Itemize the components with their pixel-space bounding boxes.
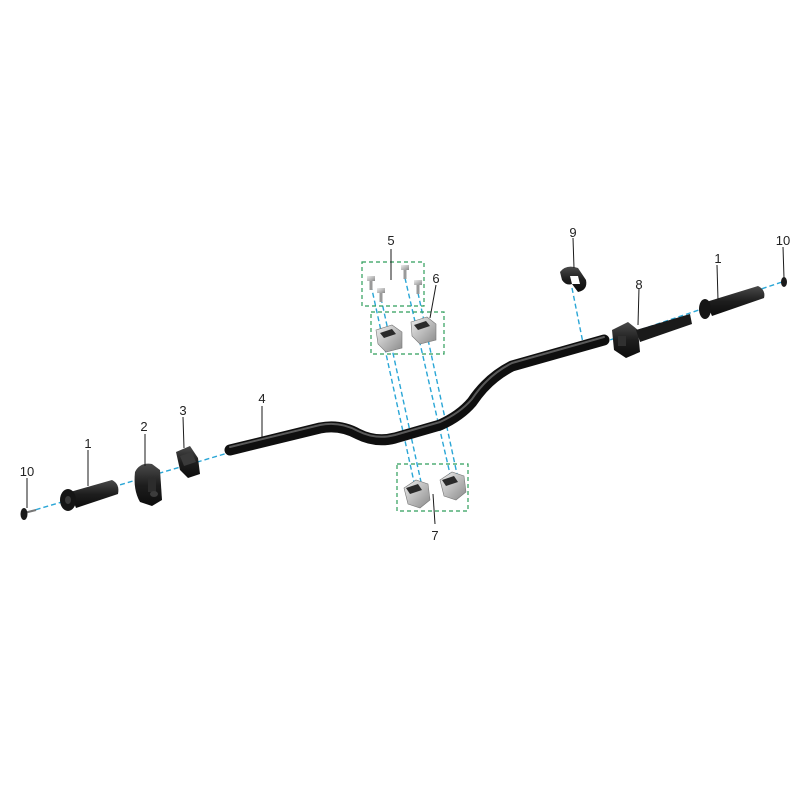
lower-clamp-group-box	[396, 463, 469, 512]
callout-3: 3	[179, 403, 186, 418]
bar-clamp	[176, 446, 200, 478]
callout-5: 5	[387, 233, 394, 248]
lower-clamp-group	[403, 471, 467, 509]
callout-4: 4	[258, 391, 265, 406]
handlebar	[224, 334, 610, 456]
lower-clamp	[439, 471, 467, 501]
bolt-group	[367, 265, 422, 302]
bolt	[414, 280, 422, 294]
upper-clamp-group	[375, 316, 437, 353]
bolt	[401, 265, 409, 279]
right-bar-end	[781, 277, 787, 287]
throttle-assembly	[612, 314, 692, 358]
callout-leaders	[26, 237, 785, 525]
callout-1-right: 1	[714, 251, 721, 266]
lower-clamp	[403, 479, 431, 509]
left-grip	[60, 480, 119, 511]
callout-8: 8	[635, 277, 642, 292]
upper-clamp	[375, 324, 403, 353]
callout-10-left: 10	[20, 464, 34, 479]
bolt-group-box	[361, 261, 425, 307]
callout-10-right: 10	[776, 233, 790, 248]
callout-labels: 1 2 3 4 5 6 7 8 9 1 10 10	[20, 225, 790, 543]
callout-9: 9	[569, 225, 576, 240]
group-boxes	[361, 261, 469, 512]
right-grip	[699, 286, 765, 319]
upper-clamp	[410, 316, 437, 345]
callout-2: 2	[140, 419, 147, 434]
callout-7: 7	[431, 528, 438, 543]
bolt	[377, 288, 385, 302]
switch-housing	[134, 463, 162, 506]
callout-1-left: 1	[84, 436, 91, 451]
callout-6: 6	[432, 271, 439, 286]
bolt	[367, 276, 375, 290]
upper-clamp-group-box	[370, 311, 445, 355]
left-bar-end	[20, 508, 37, 520]
cable-clip	[560, 266, 587, 292]
